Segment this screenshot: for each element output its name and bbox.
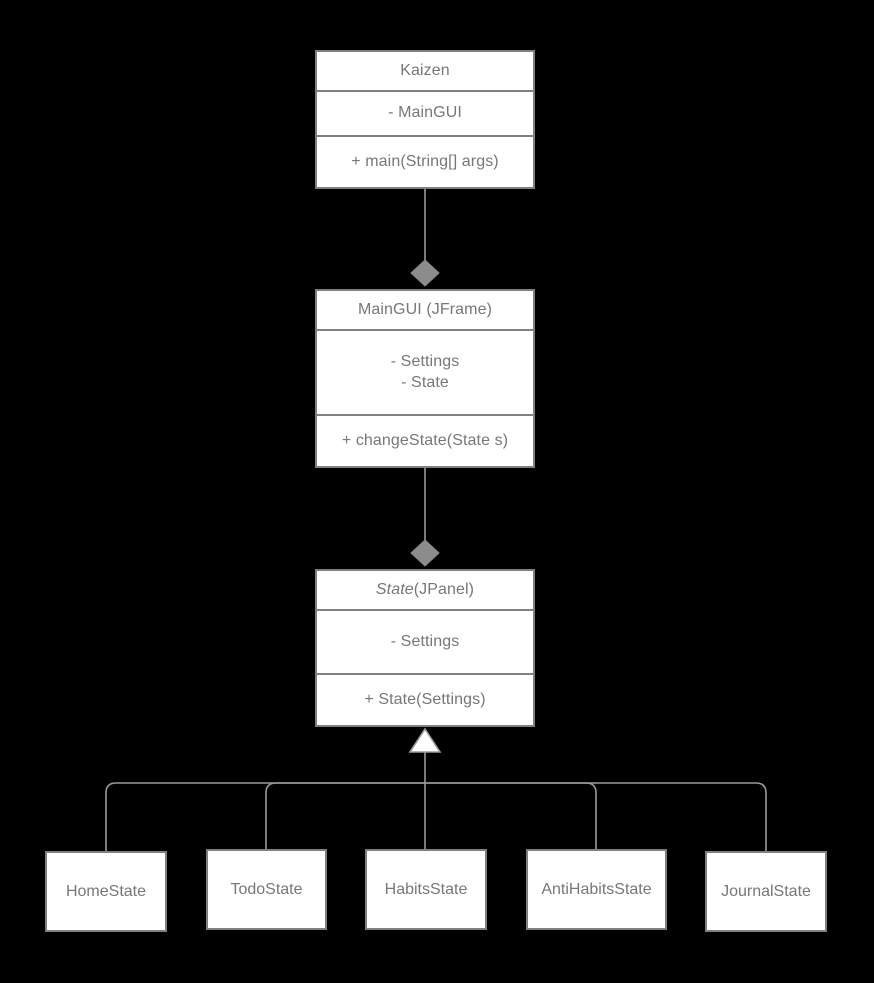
edge-branch-antihabitsstate — [425, 782, 597, 849]
class-box-state[interactable]: State (JPanel) - Settings + State(Settin… — [315, 569, 535, 727]
class-operations-maingui: + changeState(State s) — [317, 414, 533, 466]
class-operations-kaizen: + main(String[] args) — [317, 135, 533, 187]
class-name-state: State (JPanel) — [317, 571, 533, 609]
class-box-homestate[interactable]: HomeState — [45, 851, 167, 932]
class-name-todostate: TodoState — [230, 880, 303, 898]
class-name-maingui: MainGUI (JFrame) — [357, 300, 493, 318]
edge-branch-journalstate — [425, 782, 767, 851]
inheritance-triangle-state — [408, 727, 442, 753]
class-attributes-maingui: - Settings - State — [317, 329, 533, 414]
class-box-habitsstate[interactable]: HabitsState — [365, 849, 487, 930]
class-box-kaizen[interactable]: Kaizen - MainGUI + main(String[] args) — [315, 50, 535, 189]
class-name-habitsstate: HabitsState — [384, 880, 468, 898]
class-attributes-kaizen: - MainGUI — [317, 90, 533, 135]
class-name-state-suffix: (JPanel) — [413, 580, 475, 598]
class-name-state-italic: State — [375, 580, 414, 598]
class-box-todostate[interactable]: TodoState — [206, 849, 327, 930]
edge-branch-homestate — [105, 782, 425, 851]
class-operations-state: + State(Settings) — [317, 673, 533, 725]
class-name-journalstate: JournalState — [721, 882, 811, 900]
class-box-journalstate[interactable]: JournalState — [705, 851, 827, 932]
composition-diamond-maingui-state — [410, 539, 440, 567]
class-name-homestate: HomeState — [65, 882, 147, 900]
class-box-maingui[interactable]: MainGUI (JFrame) - Settings - State + ch… — [315, 289, 535, 468]
edge-branch-todostate — [265, 782, 425, 849]
class-attributes-state: - Settings — [317, 609, 533, 673]
class-name-kaizen: Kaizen — [400, 61, 450, 79]
composition-diamond-kaizen-maingui — [410, 259, 440, 287]
class-name-antihabitsstate: AntiHabitsState — [541, 880, 652, 898]
class-box-antihabitsstate[interactable]: AntiHabitsState — [526, 849, 667, 930]
